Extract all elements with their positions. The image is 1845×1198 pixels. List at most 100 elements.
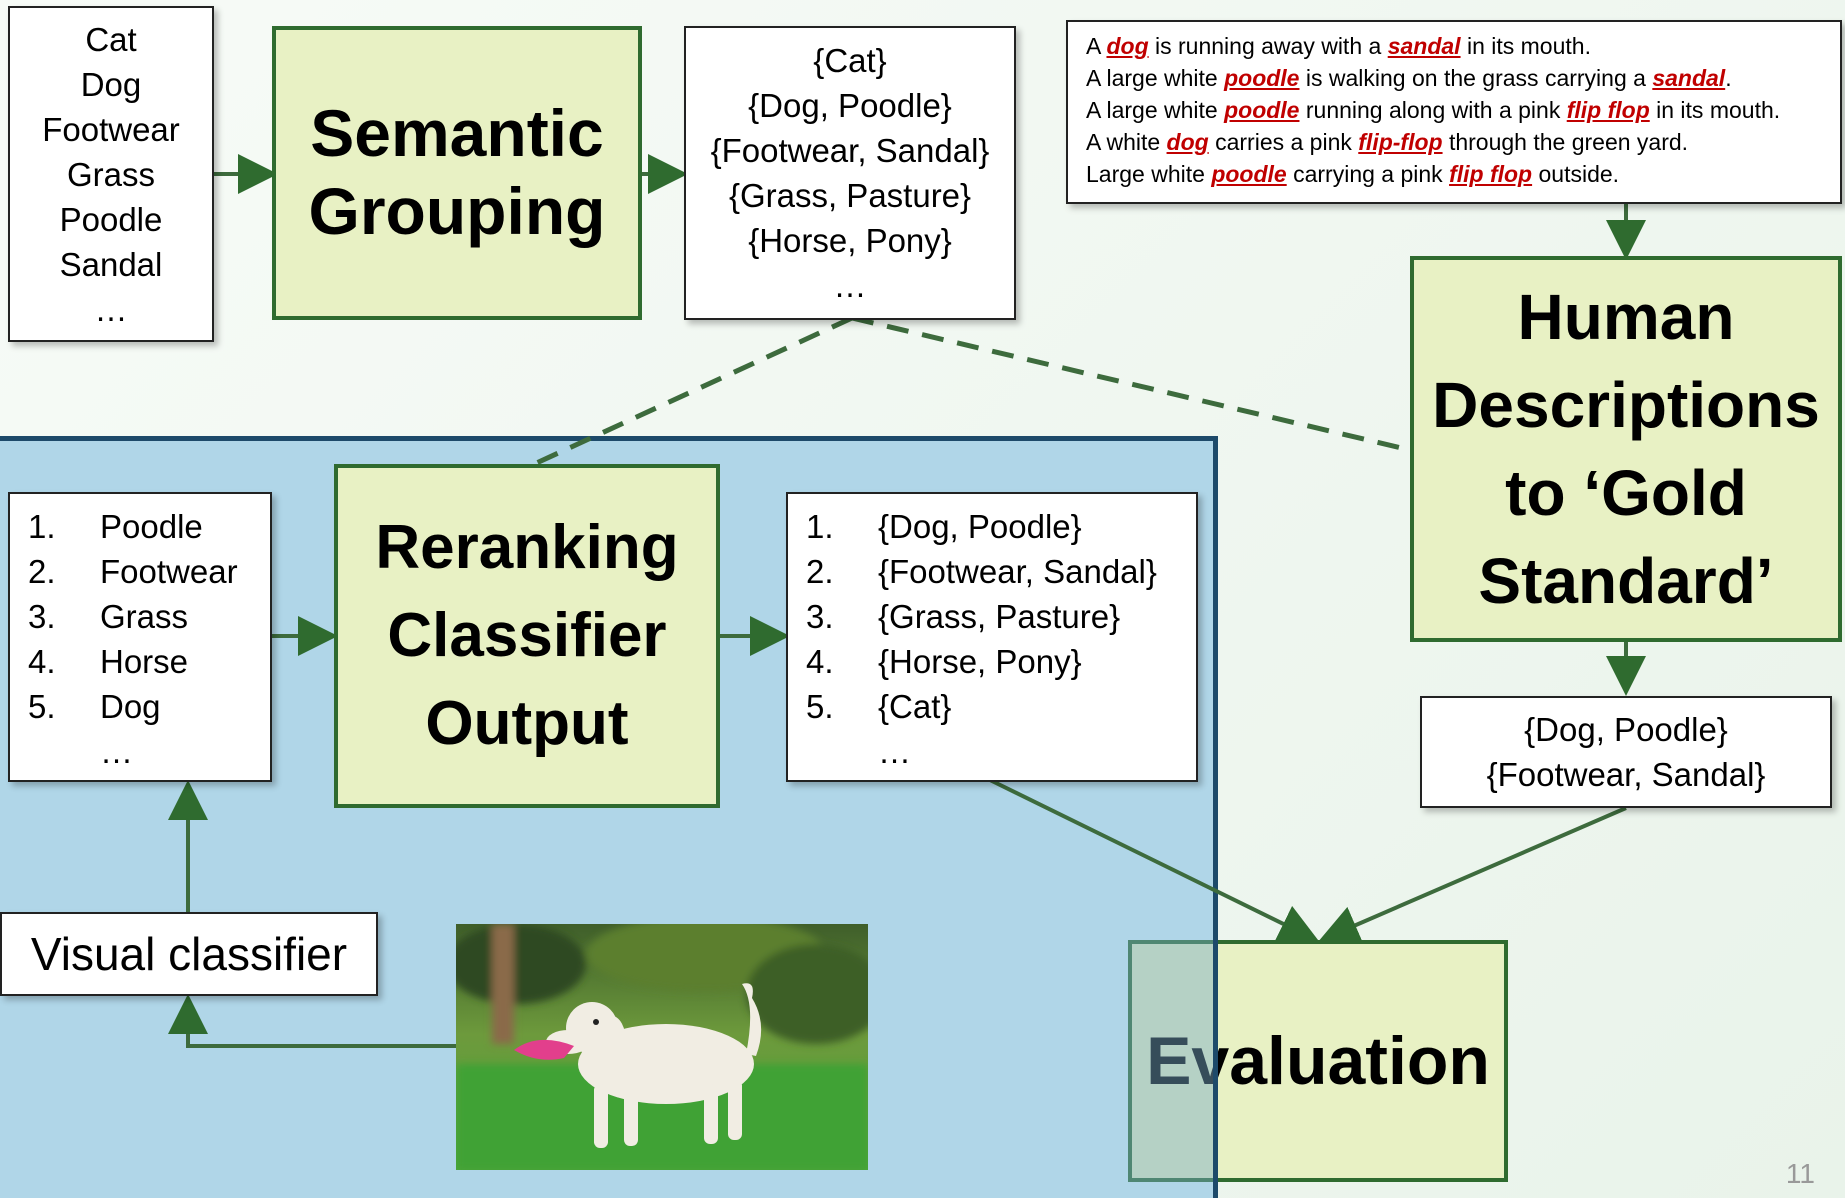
caption-keyword: sandal [1387,33,1461,59]
caption-keyword: dog [1166,129,1209,155]
list-item: 2. Footwear [28,549,270,594]
reranking-title: Reranking Classifier Output [375,513,679,758]
caption-keyword: flip-flop [1358,129,1443,155]
list-item: 1. {Dog, Poodle} [806,504,1196,549]
caption-text: through the green yard. [1442,129,1689,155]
list-label: {Footwear, Sandal} [878,553,1157,590]
list-number: 4. [806,643,834,680]
caption-text: carries a pink [1208,129,1359,155]
list-number: 3. [806,598,834,635]
semantic-grouping-box: Semantic Grouping [272,26,642,320]
input-label: Footwear [42,110,180,148]
input-label: Dog [80,65,142,103]
reranking-box: Reranking Classifier Output [334,464,720,808]
list-item: 4. Horse [28,639,270,684]
list-number: 5. [806,688,834,725]
list-number: 1. [806,508,834,545]
caption-text: running along with a pink [1299,97,1567,123]
poodle-photo-drawing [456,924,868,1170]
group-item: {Footwear, Sandal} [710,132,990,169]
caption-line: A white dog carries a pink flip-flop thr… [1086,126,1840,158]
human-descriptions-title: Human Descriptions to ‘Gold Standard’ [1432,281,1820,617]
panel-overlap [1128,940,1218,1182]
arrow-gold-to-evaluation [1318,806,1627,944]
evaluation-title: Evaluation [1146,1022,1490,1099]
list-label: … [878,733,911,770]
caption-line: Large white poodle carrying a pink flip … [1086,158,1840,190]
list-item: 2. {Footwear, Sandal} [806,549,1196,594]
caption-text: A white [1086,129,1167,155]
caption-keyword: dog [1106,33,1149,59]
caption-text: Large white [1086,161,1212,187]
caption-text: A large white [1086,97,1225,123]
list-label: Dog [100,688,161,725]
list-number: 1. [28,508,56,545]
classifier-list-box: 1. Poodle 2. Footwear 3. Grass 4. Horse 5.Do… [8,492,272,782]
group-item: {Cat} [813,42,887,79]
list-label: Grass [100,598,189,635]
list-item: 5.Dog [28,684,270,729]
list-label: Footwear [100,553,238,590]
page-number: 11 [1785,1158,1815,1189]
list-label: {Horse, Pony} [878,643,1082,680]
gold-group-item: {Footwear, Sandal} [1486,756,1766,793]
list-number: 2. [28,553,56,590]
visual-classifier-label: Visual classifier [30,928,348,980]
caption-text: carrying a pink [1286,161,1450,187]
list-label: {Grass, Pasture} [878,598,1121,635]
list-number: 2. [806,553,834,590]
caption-keyword: flip flop [1449,161,1533,187]
group-item: {Horse, Pony} [748,222,952,259]
list-item: … [806,729,1196,774]
list-item: 3. {Grass, Pasture} [806,594,1196,639]
caption-text: in its mouth. [1649,97,1781,123]
caption-line: A dog is running away with a sandal in i… [1086,30,1840,62]
caption-text: outside. [1532,161,1620,187]
caption-text: A [1086,33,1107,59]
list-label: {Dog, Poodle} [878,508,1082,545]
human-captions-box: A dog is running away with a sandal in i… [1066,20,1842,204]
human-descriptions-box: Human Descriptions to ‘Gold Standard’ [1410,256,1842,642]
group-item: {Dog, Poodle} [748,87,952,124]
semantic-groups-box: {Cat} {Dog, Poodle} {Footwear, Sandal} {… [684,26,1016,320]
list-number [806,729,878,774]
list-label: Poodle [100,508,203,545]
dashed-groups-to-human [851,315,1411,453]
input-labels-box: Cat Dog Footwear Grass Poodle Sandal … [8,6,214,342]
caption-line: A large white poodle running along with … [1086,94,1840,126]
list-item: 1. Poodle [28,504,270,549]
list-item: 4. {Horse, Pony} [806,639,1196,684]
group-item: {Grass, Pasture} [728,177,972,214]
gold-group-item: {Dog, Poodle} [1524,711,1728,748]
caption-text: is walking on the grass carrying a [1299,65,1653,91]
input-label: … [94,290,128,328]
input-label: Sandal [59,245,163,283]
poodle-photo [456,924,868,1170]
list-number: 4. [28,643,56,680]
input-label: Grass [66,155,155,193]
input-label: Poodle [59,200,163,238]
group-item: … [833,267,867,304]
list-number: 3. [28,598,56,635]
list-label: Horse [100,643,189,680]
list-number [28,729,100,774]
caption-text: in its mouth. [1460,33,1591,59]
caption-keyword: poodle [1211,161,1287,187]
semantic-grouping-title: Semantic Grouping [308,96,606,248]
visual-classifier-box: Visual classifier [0,912,378,996]
gold-standard-box: {Dog, Poodle} {Footwear, Sandal} [1420,696,1832,808]
caption-keyword: poodle [1224,65,1300,91]
list-item: 3. Grass [28,594,270,639]
caption-line: A large white poodle is walking on the g… [1086,62,1840,94]
input-label: Cat [85,20,137,58]
caption-text: . [1725,65,1732,91]
caption-text: is running away with a [1148,33,1388,59]
caption-keyword: sandal [1652,65,1726,91]
caption-keyword: flip flop [1566,97,1650,123]
caption-text: A large white [1086,65,1225,91]
list-label: … [100,733,133,770]
reranked-list-box: 1. {Dog, Poodle} 2. {Footwear, Sandal} 3. {… [786,492,1198,782]
list-item: 5.{Cat} [806,684,1196,729]
evaluation-box: Evaluation [1128,940,1508,1182]
caption-keyword: poodle [1224,97,1300,123]
